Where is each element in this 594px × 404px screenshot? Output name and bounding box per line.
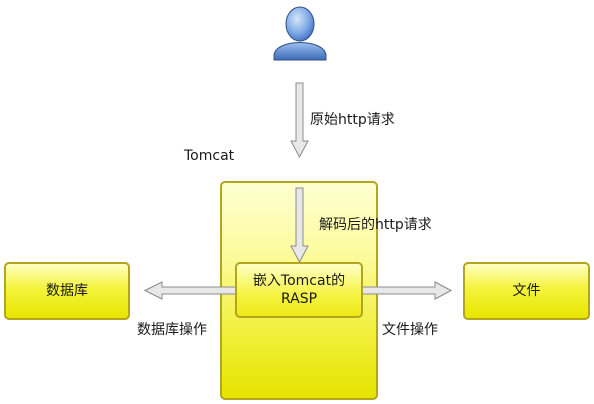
tomcat-label: Tomcat (184, 148, 235, 164)
file-operation-label: 文件操作 (382, 322, 438, 338)
file-operation-arrow-inner (361, 281, 453, 300)
db-operation-label: 数据库操作 (137, 322, 207, 338)
database-box: 数据库 (4, 262, 130, 320)
rasp-label-line2: RASP (280, 291, 318, 307)
file-label: 文件 (512, 283, 541, 299)
user-icon (273, 6, 327, 61)
raw-request-label: 原始http请求 (310, 112, 395, 128)
database-label: 数据库 (46, 283, 88, 299)
decoded-request-arrow-inner (290, 187, 309, 264)
rasp-label-line1: 嵌入Tomcat的 (252, 273, 346, 289)
decoded-request-label: 解码后的http请求 (319, 217, 432, 233)
raw-request-arrow (290, 82, 309, 159)
rasp-box: 嵌入Tomcat的 RASP (235, 262, 363, 318)
file-box: 文件 (463, 262, 590, 320)
db-operation-arrow-inner (143, 281, 237, 300)
